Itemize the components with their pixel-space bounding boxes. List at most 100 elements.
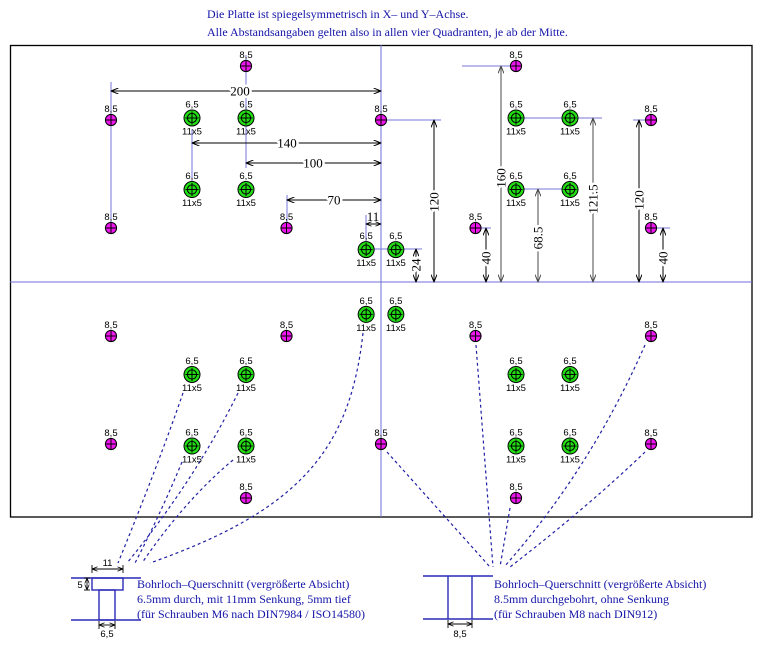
- through-hole: 8,5: [374, 104, 388, 127]
- counterbored-hole: 6,5 11x5: [560, 99, 580, 137]
- hole-diameter-label: 6,5: [389, 231, 402, 242]
- leader-lines-through: [386, 344, 646, 568]
- dimension-label-121-5: 121.5: [586, 184, 601, 213]
- hole-diameter-label: 6,5: [185, 356, 198, 367]
- counterbore-size-label: 11x5: [182, 198, 202, 209]
- hole-diameter-label: 6,5: [563, 99, 576, 110]
- counterbore-size-label: 11x5: [506, 126, 526, 137]
- counterbored-hole: 6,5 11x5: [356, 231, 376, 269]
- hole-diameter-label: 8,5: [469, 212, 482, 223]
- hole-diameter-label: 8,5: [644, 212, 657, 223]
- hole-diameter-label: 6,5: [239, 428, 252, 439]
- hole-diameter-label: 8,5: [469, 320, 482, 331]
- through-hole: 8,5: [104, 104, 118, 127]
- through-hole: 8,5: [239, 50, 253, 73]
- leader-line: [117, 392, 184, 564]
- through-hole: 8,5: [239, 482, 253, 505]
- hole-diameter-label: 8,5: [644, 428, 657, 439]
- dimension-label-40-outer: 40: [656, 252, 671, 265]
- section-usage: (für Schrauben M8 nach DIN912): [494, 607, 657, 621]
- counterbore-size-label: 11x5: [560, 126, 580, 137]
- leader-line: [149, 332, 364, 564]
- dimension-label-70: 70: [328, 193, 341, 208]
- leader-line: [509, 451, 646, 568]
- hole-diameter-label: 6,5: [360, 231, 373, 242]
- hole-diameter-label: 8,5: [280, 320, 293, 331]
- through-hole: 8,5: [644, 212, 658, 235]
- bore-width-label: 8,5: [453, 629, 466, 640]
- counterbored-hole: 6,5 11x5: [236, 99, 256, 137]
- through-hole: 8,5: [469, 212, 482, 235]
- dimension-label-100: 100: [303, 156, 323, 171]
- hole-diameter-label: 6,5: [239, 99, 252, 110]
- hole-diameter-label: 6,5: [185, 171, 198, 182]
- through-hole: 8,5: [644, 104, 658, 127]
- hole-diameter-label: 8,5: [239, 50, 252, 61]
- dimension-labels: 200 140 100 70 11 24 120 40 160 68.5 121…: [228, 81, 673, 274]
- counterbore-size-label: 11x5: [182, 383, 202, 394]
- counterbore-size-label: 11x5: [236, 126, 256, 137]
- counterbore-size-label: 11x5: [506, 198, 526, 209]
- counterbore-size-label: 11x5: [560, 198, 580, 209]
- through-hole: 8,5: [644, 428, 658, 451]
- hole-diameter-label: 8,5: [104, 428, 117, 439]
- hole-diameter-label: 6,5: [185, 99, 198, 110]
- counterbore-size-label: 11x5: [182, 126, 202, 137]
- section-description: 8.5mm durchgebohrt, ohne Senkung: [494, 592, 669, 606]
- through-hole: 8,5: [280, 320, 293, 343]
- dimension-label-11: 11: [367, 209, 380, 224]
- through-hole: 8,5: [374, 428, 388, 451]
- section-usage: (für Schrauben M6 nach DIN7984 / ISO1458…: [137, 607, 365, 621]
- through-hole: 8,5: [509, 50, 523, 73]
- hole-diameter-label: 8,5: [104, 212, 117, 223]
- hole-diameter-label: 6,5: [509, 428, 522, 439]
- through-hole: 8,5: [104, 428, 118, 451]
- through-hole: 8,5: [280, 212, 293, 235]
- dimension-lines: [111, 66, 663, 282]
- hole-diameter-label: 8,5: [104, 104, 117, 115]
- hole-diameter-label: 8,5: [104, 320, 117, 331]
- hole-diameter-label: 8,5: [509, 482, 522, 493]
- section-title: Bohrloch–Querschnitt (vergrößerte Absich…: [137, 577, 349, 591]
- quadrant-note: Alle Abstandsangaben gelten also in alle…: [207, 25, 568, 39]
- leader-line: [499, 507, 511, 568]
- hole-diameter-label: 6,5: [509, 356, 522, 367]
- leader-line: [134, 461, 183, 564]
- dimension-label-24: 24: [409, 258, 424, 272]
- hole-diameter-label: 8,5: [644, 320, 657, 331]
- dimension-label-160: 160: [494, 168, 509, 188]
- leader-line: [126, 392, 239, 564]
- counterbore-size-label: 11x5: [356, 323, 376, 334]
- hole-diameter-label: 8,5: [374, 104, 387, 115]
- counterbore-size-label: 11x5: [560, 383, 580, 394]
- counterbore-size-label: 11x5: [182, 455, 202, 466]
- counterbore-width-label: 11: [103, 558, 113, 569]
- hole-diameter-label: 8,5: [644, 104, 657, 115]
- dimension-label-68-5: 68.5: [531, 227, 546, 250]
- dimension-label-120-inner: 120: [427, 192, 442, 212]
- counterbored-hole: 6,5 11x5: [182, 356, 202, 394]
- holes-layer: 8,5 8,5 8,5 8,5 8,5 8,5 8,5 8,5 8,5 8,5 8,5 8,5 8,5 8…: [104, 50, 658, 505]
- leader-line: [386, 451, 491, 568]
- hole-diameter-label: 8,5: [374, 428, 387, 439]
- section-title: Bohrloch–Querschnitt (vergrößerte Absich…: [494, 577, 706, 591]
- counterbore-depth-label: 5: [77, 580, 82, 591]
- counterbore-size-label: 11x5: [356, 258, 376, 269]
- dimension-label-120-outer: 120: [632, 190, 647, 210]
- dimension-label-140: 140: [277, 136, 297, 151]
- hole-diameter-label: 6,5: [239, 356, 252, 367]
- hole-diameter-label: 8,5: [509, 50, 522, 61]
- leader-line: [503, 344, 646, 568]
- counterbore-size-label: 11x5: [386, 323, 406, 334]
